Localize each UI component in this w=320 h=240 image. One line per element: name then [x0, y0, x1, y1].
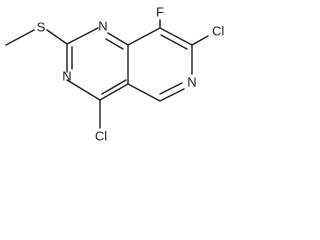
atom-nitrogen-lower: N — [62, 69, 71, 84]
bond-methyl-sulfur — [5, 29, 35, 46]
bond-c2-n1 — [66, 27, 99, 45]
bond-c7-chlorine — [191, 35, 209, 46]
bond-n6-c5-double — [159, 82, 183, 95]
bond-c8a-n1 — [107, 32, 129, 46]
atom-nitrogen-pyridine: N — [187, 75, 196, 90]
bond-c4-c4a — [99, 83, 129, 101]
molecule-structure-drawing: F Cl N S N N Cl — [5, 5, 225, 144]
bond-n3-c4 — [66, 79, 101, 101]
bond-c8-c7-double — [160, 34, 188, 50]
atom-sulfur: S — [37, 20, 46, 35]
bond-c8a-n1-double — [105, 38, 124, 50]
bond-set — [5, 19, 209, 129]
bond-c8a-c8 — [127, 27, 161, 46]
atom-fluorine: F — [156, 5, 164, 20]
bond-c4-c4a-double — [101, 79, 127, 95]
atom-chlorine-top: Cl — [212, 24, 224, 39]
atom-labels: F Cl N S N N Cl — [37, 5, 225, 144]
bond-sulfur-c2 — [46, 29, 68, 45]
atom-nitrogen-upper: N — [98, 19, 107, 34]
bond-c8-c7 — [159, 27, 193, 46]
bond-c5-c4a — [127, 83, 161, 102]
atom-chlorine-bottom: Cl — [95, 129, 107, 144]
bond-n6-c5 — [159, 88, 185, 102]
